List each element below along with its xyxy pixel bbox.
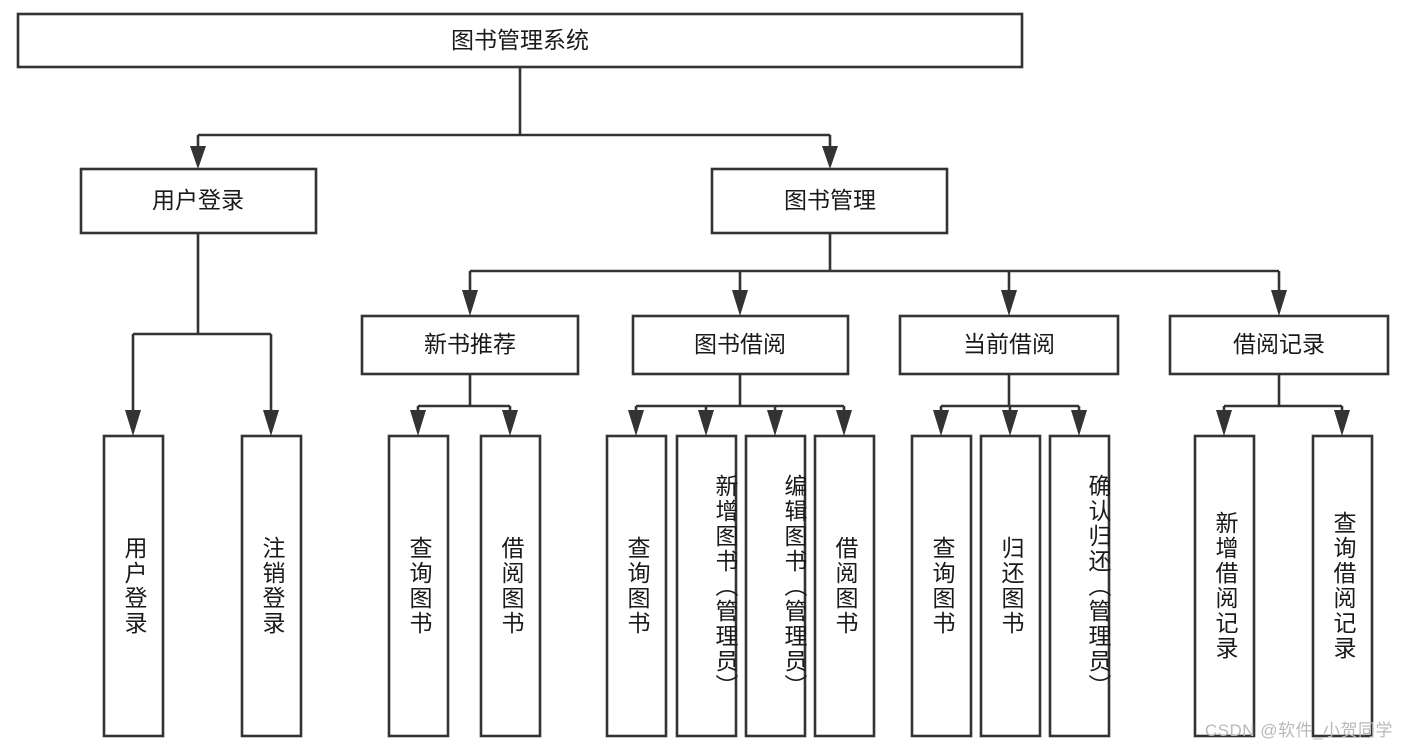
node-book-borrow[interactable]: 图书借阅: [631, 314, 850, 376]
node-current-borrow-rect[interactable]: [898, 314, 1120, 376]
node-borrow-record[interactable]: 借阅记录: [1168, 314, 1390, 376]
leaf-rect-query-book-c[interactable]: [910, 434, 973, 738]
leaf-rect-return-book[interactable]: [979, 434, 1042, 738]
node-borrow-record-rect[interactable]: [1168, 314, 1390, 376]
arrow-to-leaf-user-login: [125, 410, 141, 436]
arrow-to-leaf-confirm-return: [1071, 410, 1087, 436]
leaf-rect-logout[interactable]: [240, 434, 303, 738]
node-user-login-rect[interactable]: [79, 167, 318, 235]
node-book-borrow-label: 图书借阅: [694, 331, 786, 357]
node-root[interactable]: 图书管理系统: [16, 12, 1024, 69]
leaf-rect-confirm-return[interactable]: [1048, 434, 1111, 738]
leaf-rect-edit-book[interactable]: [744, 434, 807, 738]
node-user-login[interactable]: 用户登录: [79, 167, 318, 235]
node-borrow-record-label: 借阅记录: [1233, 331, 1325, 357]
node-user-login-label: 用户登录: [152, 187, 244, 213]
arrow-to-current-borrow: [1001, 290, 1017, 316]
leaf-rect-borrow-book-b[interactable]: [813, 434, 876, 738]
leaf-rect-add-book[interactable]: [675, 434, 738, 738]
leaf-rect-query-book-a[interactable]: [387, 434, 450, 738]
arrow-to-leaf-query-book-c: [933, 410, 949, 436]
arrow-to-leaf-borrow-book-a: [502, 410, 518, 436]
node-new-book-recommend[interactable]: 新书推荐: [360, 314, 580, 376]
arrow-to-leaf-query-book-b: [628, 410, 644, 436]
node-layer: 图书管理系统 用户登录 图书管理 新书推荐 图书借阅 当前: [16, 12, 1390, 738]
node-book-management[interactable]: 图书管理: [710, 167, 949, 235]
node-book-management-label: 图书管理: [784, 187, 876, 213]
leaf-rect-query-book-b[interactable]: [605, 434, 668, 738]
leaf-rect-add-record[interactable]: [1193, 434, 1256, 738]
node-current-borrow-label: 当前借阅: [963, 331, 1055, 357]
arrow-to-user-login: [190, 146, 206, 169]
arrow-to-leaf-query-book-a: [410, 410, 426, 436]
node-book-borrow-rect[interactable]: [631, 314, 850, 376]
arrow-to-leaf-logout: [263, 410, 279, 436]
leaf-rect-query-record[interactable]: [1311, 434, 1374, 738]
node-root-label: 图书管理系统: [451, 27, 589, 53]
leaf-rect-user-login[interactable]: [102, 434, 165, 738]
arrow-to-book-mgmt: [822, 146, 838, 169]
node-book-management-rect[interactable]: [710, 167, 949, 235]
arrow-to-leaf-borrow-book-b: [836, 410, 852, 436]
arrow-to-leaf-edit-book: [767, 410, 783, 436]
arrow-to-book-borrow: [732, 290, 748, 316]
arrow-to-leaf-add-book: [698, 410, 714, 436]
connector-layer: [125, 67, 1350, 436]
node-new-book-recommend-rect[interactable]: [360, 314, 580, 376]
arrow-to-borrow-record: [1271, 290, 1287, 316]
node-current-borrow[interactable]: 当前借阅: [898, 314, 1120, 376]
arrow-to-leaf-query-record: [1334, 410, 1350, 436]
node-new-book-recommend-label: 新书推荐: [424, 331, 516, 357]
arrow-to-leaf-return-book: [1002, 410, 1018, 436]
watermark-text: CSDN @软件_小贺同学: [1204, 721, 1393, 740]
leaf-rect-borrow-book-a[interactable]: [479, 434, 542, 738]
node-root-rect[interactable]: [16, 12, 1024, 69]
arrow-to-leaf-add-record: [1216, 410, 1232, 436]
arrow-to-new-book-rec: [462, 290, 478, 316]
